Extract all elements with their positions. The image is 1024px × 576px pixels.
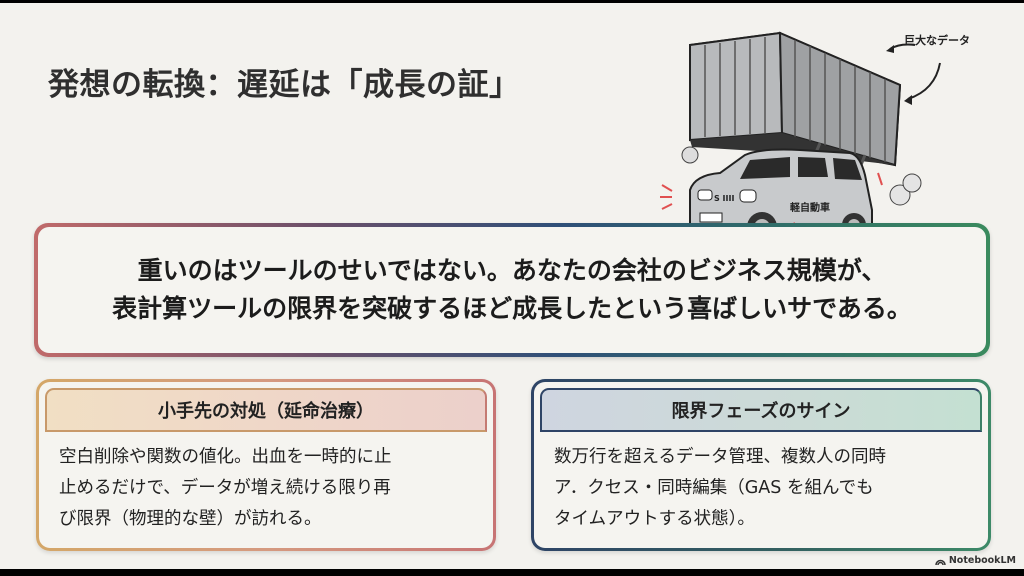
slide-title: 発想の転換：遅延は「成長の証」 [48, 67, 521, 103]
card-limit-phase-signs: 限界フェーズのサイン 数万行を超えるデータ管理、複数人の同時 ア．クセス・同時編… [531, 379, 991, 551]
svg-text:S IIII: S IIII [714, 194, 734, 203]
slide: 発想の転換：遅延は「成長の証」 [0, 3, 1024, 569]
container-on-car-illustration: S IIII 軽自動車 [660, 31, 941, 242]
svg-text:軽自動車: 軽自動車 [790, 201, 830, 214]
card-body-line: 止めるだけで、データが増え続ける限り再 [59, 478, 391, 498]
card-body-line: 空白削除や関数の値化。出血を一時的に止 [59, 447, 392, 467]
main-message-line-2: 表計算ツールの限界を突破するほど成長したという喜ばしいサである。 [112, 294, 912, 323]
card-body-line: タイムアウトする状態）。 [554, 509, 755, 529]
notebooklm-watermark: NotebookLM [935, 555, 1016, 566]
card-body-line: ア．クセス・同時編集（GAS を組んでも [554, 478, 874, 498]
card-body-line: び限界（物理的な壁）が訪れる。 [59, 509, 322, 529]
shipping-container-icon [689, 31, 902, 167]
watermark-text: NotebookLM [948, 555, 1016, 566]
card-heading: 限界フェーズのサイン [540, 388, 982, 432]
main-message-line-1: 重いのはツールのせいではない。あなたの会社のビジネス規模が、 [137, 256, 887, 285]
card-body-line: 数万行を超えるデータ管理、複数人の同時 [554, 447, 886, 467]
illustration-label: 巨大なデータ [904, 34, 970, 47]
card-heading: 小手先の対処（延命治療） [45, 388, 487, 432]
notebooklm-logo-icon [935, 559, 946, 565]
main-message-box: 重いのはツールのせいではない。あなたの会社のビジネス規模が、 表計算ツールの限界… [34, 223, 990, 357]
card-stopgap-measures: 小手先の対処（延命治療） 空白削除や関数の値化。出血を一時的に止 止めるだけで、… [36, 379, 496, 551]
